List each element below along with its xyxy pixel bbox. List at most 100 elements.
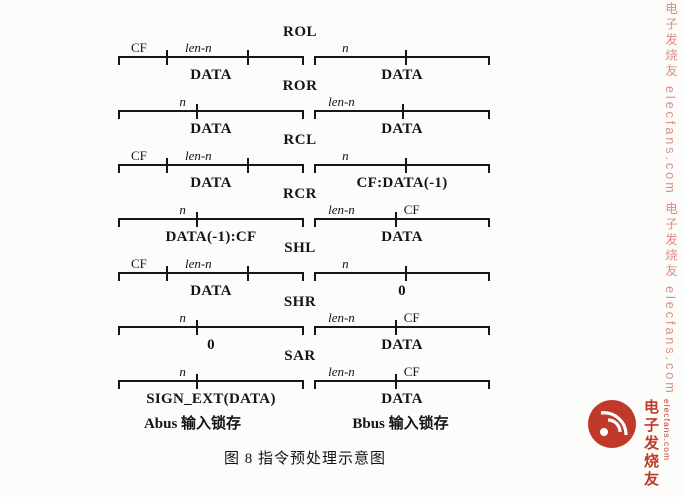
op-label: SHL <box>284 240 316 256</box>
field-content: DATA(-1):CF <box>165 229 257 245</box>
width-label-n: n <box>179 202 186 217</box>
bracket-line <box>118 212 304 227</box>
field-divider-tick <box>402 104 404 119</box>
left-operand-bracket: CF len-n DATA <box>118 148 304 192</box>
field-divider-tick <box>395 212 398 227</box>
op-label: ROR <box>282 78 318 94</box>
width-label-len-n: len-n <box>328 310 355 325</box>
field-content: SIGN_EXT(DATA) <box>146 391 276 407</box>
op-label: SAR <box>284 348 316 364</box>
row-shl: SHL CF len-n DATA n 0 <box>0 240 560 299</box>
right-operand-bracket: n 0 <box>314 256 490 300</box>
watermark-text-strip: 电子发烧友 elecfans.com 电子发烧友 elecfans.com 电子… <box>663 2 677 396</box>
width-label-n: n <box>342 40 349 55</box>
row-sar: SAR n SIGN_EXT(DATA) len-n CF DATA <box>0 348 560 407</box>
field-divider-tick <box>196 212 199 227</box>
width-label-len-n: len-n <box>184 148 212 163</box>
width-labels: n <box>314 256 490 272</box>
bracket-line <box>314 104 490 119</box>
row-rcr: RCR n DATA(-1):CF len-n CF DATA <box>0 186 560 245</box>
field-content: CF:DATA(-1) <box>356 175 448 191</box>
bracket-line <box>314 320 490 335</box>
right-operand-bracket: len-n CF DATA <box>314 202 490 246</box>
right-operand-bracket: len-n CF DATA <box>314 364 490 408</box>
field-content: DATA <box>381 121 423 137</box>
field-content: 0 <box>207 337 215 353</box>
width-labels: n <box>118 94 304 110</box>
left-operand-bracket: n SIGN_EXT(DATA) <box>118 364 304 408</box>
width-label-cf: CF <box>403 202 420 217</box>
field-divider-tick <box>165 158 168 173</box>
left-operand-bracket: n 0 <box>118 310 304 354</box>
field-divider-tick <box>395 374 398 389</box>
width-label-cf: CF <box>403 364 420 379</box>
abus-latch-label: Abus 输入锁存 <box>143 416 242 432</box>
left-operand-bracket: CF len-n DATA <box>118 40 304 84</box>
right-operand-bracket: n CF:DATA(-1) <box>314 148 490 192</box>
bracket-line <box>118 320 304 335</box>
bracket-line <box>118 50 304 65</box>
width-labels: CF len-n <box>118 148 304 164</box>
width-labels: n <box>118 364 304 380</box>
field-content: DATA <box>190 121 232 137</box>
bracket-line <box>314 212 490 227</box>
field-content: DATA <box>381 337 423 353</box>
field-content: DATA <box>381 67 423 83</box>
field-divider-tick <box>405 266 408 281</box>
row-rol: ROL CF len-n DATA n DATA <box>0 24 560 83</box>
field-content: 0 <box>398 283 406 299</box>
watermark-logo-block: 电子发烧友 elecfans.com <box>587 399 672 491</box>
field-divider-tick <box>165 50 168 65</box>
row-rcl: RCL CF len-n DATA n CF:DATA( <box>0 132 560 191</box>
row-ror: ROR n DATA len-n DATA <box>0 78 560 137</box>
width-labels: CF len-n <box>118 40 304 56</box>
width-label-n: n <box>179 310 186 325</box>
field-divider-tick <box>395 320 398 335</box>
watermark-brand-en: elecfans.com <box>662 399 672 462</box>
field-divider-tick <box>247 266 250 281</box>
bracket-line <box>118 374 304 389</box>
width-label-len-n: len-n <box>328 94 355 109</box>
width-label-cf: CF <box>131 256 147 271</box>
right-operand-bracket: len-n CF DATA <box>314 310 490 354</box>
bbus-latch-label: Bbus 输入锁存 <box>352 416 449 432</box>
bracket-line <box>314 50 490 65</box>
left-operand-bracket: n DATA(-1):CF <box>118 202 304 246</box>
width-labels: n <box>314 40 490 56</box>
width-labels: len-n <box>314 94 490 110</box>
width-labels: n <box>314 148 490 164</box>
width-labels: n <box>118 202 304 218</box>
width-label-len-n: len-n <box>328 364 355 379</box>
field-content: DATA <box>381 391 423 407</box>
row-shr: SHR n 0 len-n CF DATA <box>0 294 560 353</box>
field-content: DATA <box>190 67 232 83</box>
width-labels: n <box>118 310 304 326</box>
width-label-n: n <box>342 256 349 271</box>
field-divider-tick <box>165 266 168 281</box>
left-operand-bracket: n DATA <box>118 94 304 138</box>
width-label-cf: CF <box>131 148 147 163</box>
width-label-cf: CF <box>131 40 147 55</box>
left-operand-bracket: CF len-n DATA <box>118 256 304 300</box>
op-label: RCR <box>283 186 317 202</box>
op-label: ROL <box>282 24 317 40</box>
right-operand-bracket: len-n DATA <box>314 94 490 138</box>
bracket-line <box>118 158 304 173</box>
width-labels: CF len-n <box>118 256 304 272</box>
width-label-len-n: len-n <box>184 40 212 55</box>
field-divider-tick <box>247 50 250 65</box>
width-label-len-n: len-n <box>184 256 212 271</box>
op-label: RCL <box>283 132 317 148</box>
width-labels: len-n CF <box>314 364 490 380</box>
width-labels: len-n CF <box>314 202 490 218</box>
op-label: SHR <box>283 294 317 310</box>
field-divider-tick <box>247 158 250 173</box>
width-label-cf: CF <box>403 310 420 325</box>
elecfans-logo-icon <box>587 399 637 454</box>
field-content: DATA <box>190 175 232 191</box>
figure-caption: 图 8 指令预处理示意图 <box>223 451 386 467</box>
watermark-brand-cn: 电子发烧友 <box>642 399 659 489</box>
right-operand-bracket: n DATA <box>314 40 490 84</box>
field-divider-tick <box>405 50 408 65</box>
